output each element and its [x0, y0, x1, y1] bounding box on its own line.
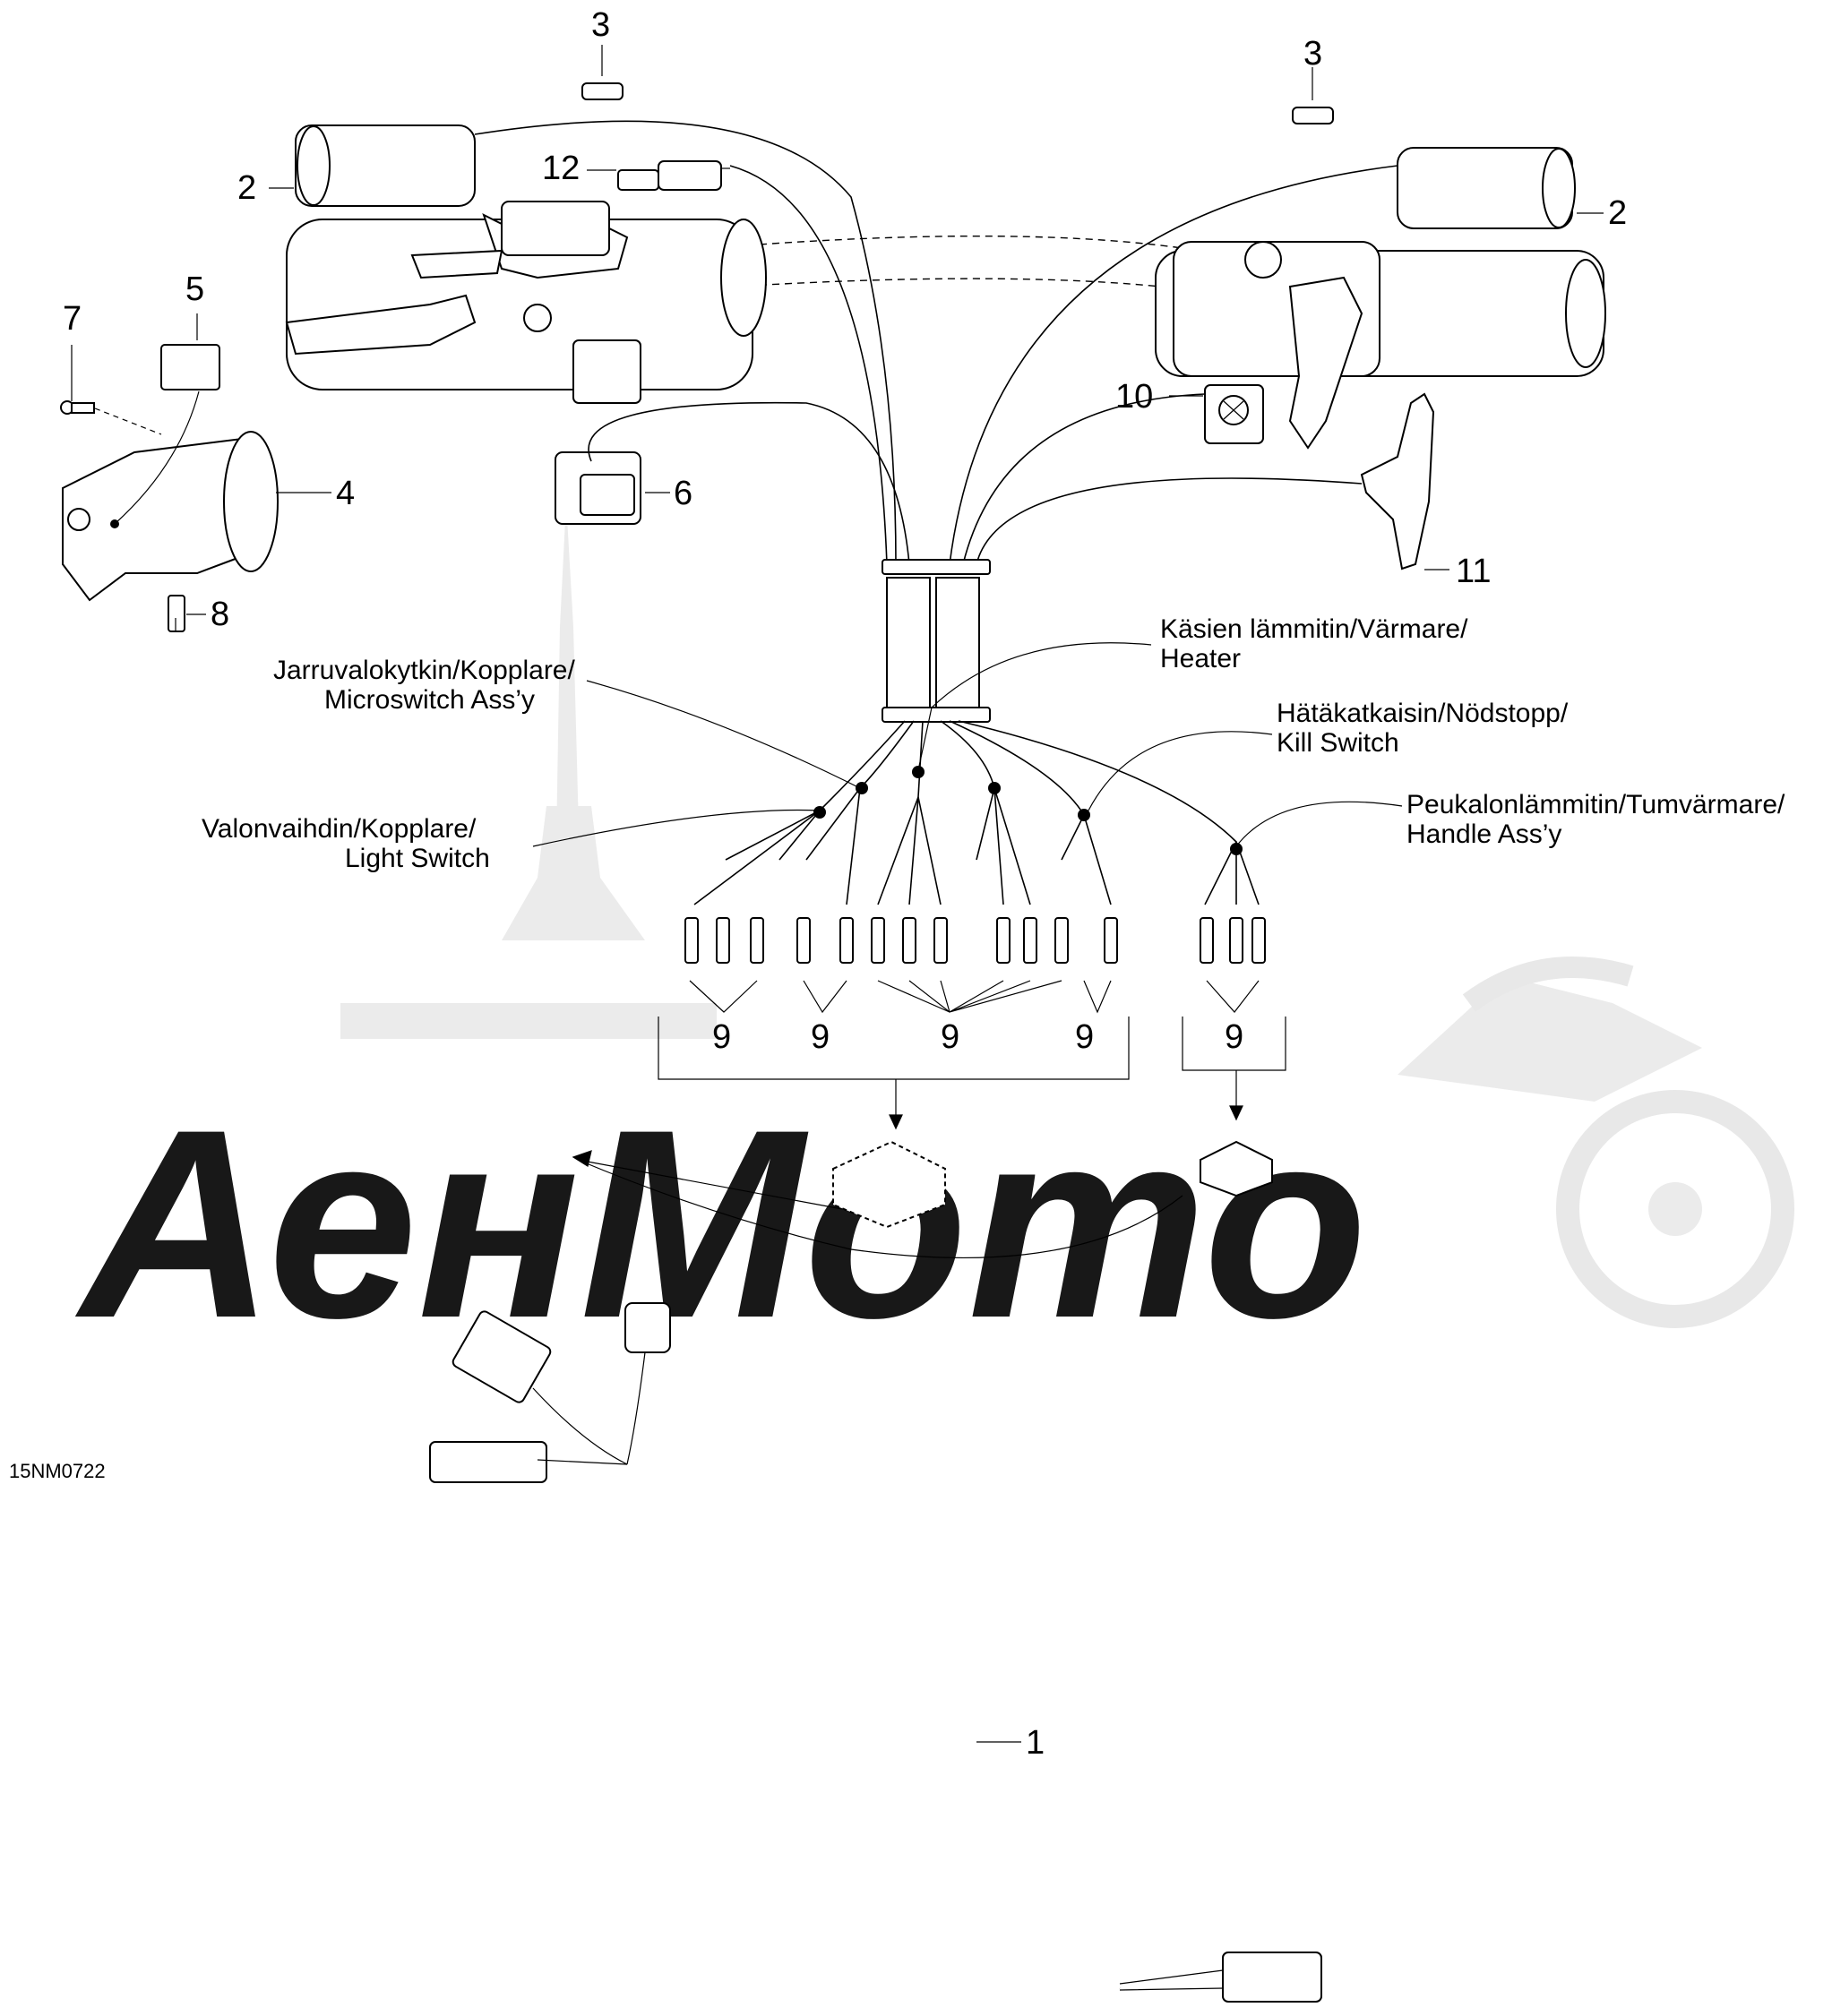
- label-plate: [160, 344, 220, 390]
- callout-9-e: 9: [1225, 1018, 1243, 1056]
- label-heater-line2: Heater: [1160, 644, 1241, 673]
- connector-housing-large: [832, 1140, 946, 1229]
- label-light-line2: Light Switch: [345, 844, 490, 873]
- callout-10: 10: [1115, 378, 1153, 416]
- plug-right: [1292, 107, 1334, 124]
- upper-wires: [474, 120, 1398, 565]
- callout-9-d: 9: [1075, 1018, 1094, 1056]
- label-thumb-line1: Peukalonlämmitin/Tumvärmare/: [1406, 790, 1785, 819]
- sensor: [617, 160, 730, 191]
- label-kill-line2: Kill Switch: [1277, 728, 1399, 758]
- callout-11: 11: [1456, 553, 1491, 590]
- callout-5: 5: [185, 270, 204, 308]
- label-thumb-line2: Handle Ass’y: [1406, 819, 1561, 849]
- callout-3-left: 3: [591, 6, 610, 44]
- switch-housing: [62, 431, 279, 602]
- set-screw: [168, 595, 185, 632]
- group-brackets: [658, 1017, 1286, 1130]
- callout-12: 12: [542, 150, 580, 187]
- callout-3-right: 3: [1303, 35, 1322, 73]
- leader-lines: [71, 45, 1604, 1743]
- callout-8: 8: [211, 596, 229, 633]
- watermark-text: АенМото: [73, 1073, 1368, 1374]
- callout-2-left: 2: [237, 169, 256, 207]
- callout-7: 7: [63, 300, 82, 338]
- handlebar: [734, 235, 1201, 292]
- callout-6: 6: [674, 475, 692, 512]
- grip-left: [295, 124, 476, 207]
- callout-9-c: 9: [941, 1018, 959, 1056]
- label-light-line1: Valonvaihdin/Kopplare/: [202, 814, 477, 844]
- plug-left: [581, 82, 624, 100]
- callout-9-b: 9: [811, 1018, 830, 1056]
- diagram-code: 15NM0722: [9, 1460, 106, 1482]
- label-heater-line1: Käsien lämmitin/Värmare/: [1160, 614, 1468, 644]
- main-harness: [429, 1302, 1322, 2003]
- branch-wires: [693, 720, 1260, 905]
- left-control-assembly: [285, 201, 767, 404]
- connector-arrows: [572, 1150, 1183, 1258]
- right-control-assembly: [1155, 241, 1606, 450]
- relay: [555, 451, 641, 525]
- labels: Käsien lämmitin/Värmare/ Heater Jarruval…: [9, 614, 1785, 1482]
- junction-dots: [813, 766, 1243, 855]
- callouts: 3 3 2 2 12 5 7 4 6 10 11 8 9 9 9 9 9 1: [63, 6, 1627, 1762]
- connector-housing-small: [1200, 1140, 1273, 1197]
- label-brake-line1: Jarruvalokytkin/Kopplare/: [273, 656, 575, 685]
- label-brake-line2: Microswitch Ass’y: [324, 685, 535, 715]
- watermark: АенМото: [73, 502, 1794, 1374]
- callout-1: 1: [1026, 1724, 1045, 1762]
- grip-right: [1397, 147, 1576, 229]
- callout-9-a: 9: [712, 1018, 731, 1056]
- throttle-lever: [1360, 392, 1435, 570]
- wire-bundle: [882, 559, 991, 723]
- callout-2-right: 2: [1608, 194, 1627, 232]
- kill-switch: [1204, 384, 1264, 444]
- label-kill-line1: Hätäkatkaisin/Nödstopp/: [1277, 699, 1569, 728]
- terminals: [684, 917, 1266, 964]
- screw: [60, 400, 162, 435]
- callout-4: 4: [336, 475, 355, 512]
- terminal-pointers: [689, 980, 1260, 1014]
